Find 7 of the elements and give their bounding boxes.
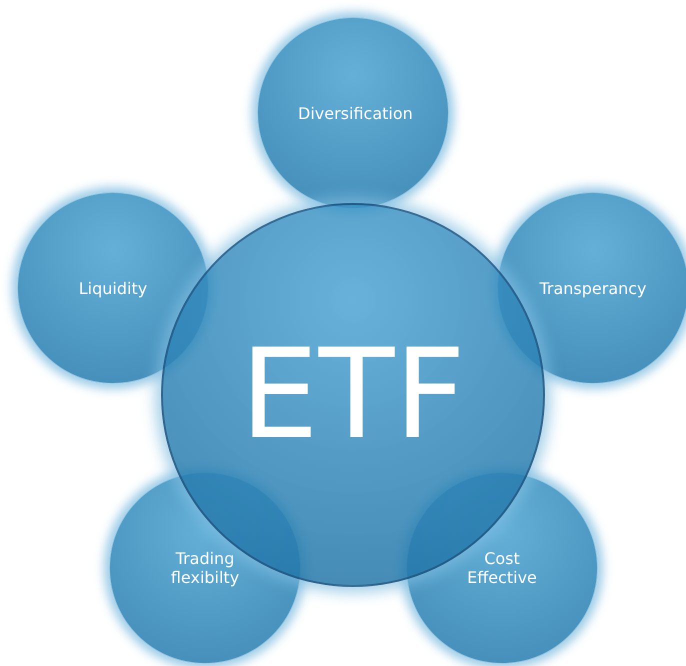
circle-label: Transperancy [539,278,647,298]
center-label: ETF [240,330,466,460]
circle-label: Cost Effective [466,549,538,587]
feature-circle [497,192,686,384]
feature-circle [17,192,209,384]
circle-label: Liquidity [78,278,148,298]
circle-label: Trading flexibilty [170,549,240,587]
